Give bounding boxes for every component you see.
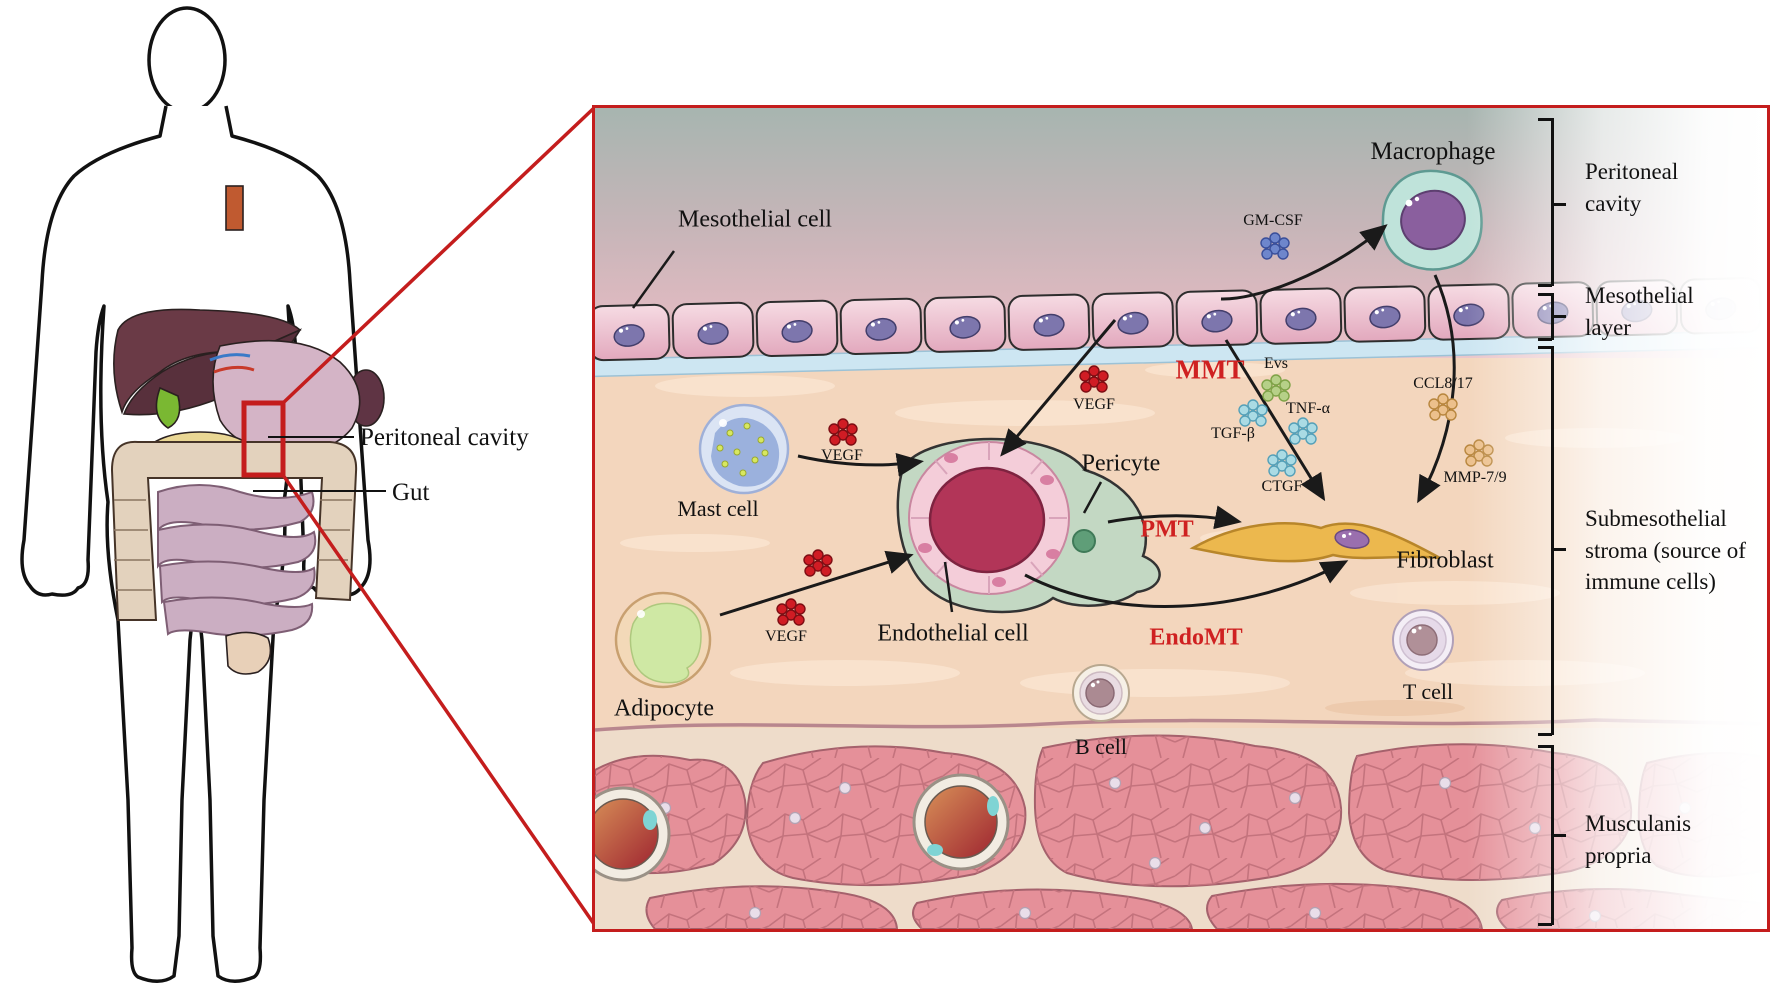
pointer-mesothelial-label <box>631 250 676 309</box>
vessel-lumen <box>928 466 1046 574</box>
vessel-red <box>213 365 255 374</box>
arrows <box>719 224 1456 617</box>
adipocyte-cell <box>614 591 712 689</box>
right-fade <box>1467 108 1767 929</box>
macrophage-cell <box>1381 169 1483 271</box>
pericyte-nucleus <box>1072 529 1096 553</box>
muscle-vessel-left <box>595 786 671 882</box>
arrow-macrophage-to-fibroblast <box>1417 274 1456 504</box>
pointer-pericyte-label <box>1082 481 1103 514</box>
t-cell <box>1392 609 1454 671</box>
vessel-blue <box>209 353 251 362</box>
body-label-peritoneal-cavity: Peritoneal cavity <box>360 424 529 451</box>
aorta <box>225 185 244 231</box>
zoom-connector-bottom <box>281 474 596 925</box>
muscle-vessel-center <box>912 773 1010 871</box>
gallbladder <box>155 386 181 429</box>
blood-vessel <box>896 437 1161 614</box>
fibroblast-cell <box>1189 522 1441 563</box>
arrow-mmt <box>1224 339 1326 502</box>
arrow-mesothelial-to-vessel <box>1000 319 1117 457</box>
arrow-pmt <box>1107 505 1242 530</box>
small-intestine <box>157 484 317 637</box>
rectum <box>225 631 272 675</box>
body-label-gut: Gut <box>392 479 430 506</box>
large-intestine <box>110 440 358 621</box>
mast-cell <box>698 403 790 495</box>
endothelial-nuclei <box>918 453 1060 587</box>
zoom-connector-top <box>281 106 596 405</box>
haustra-lines <box>114 499 352 591</box>
arrow-gmcsf-to-macrophage <box>1220 224 1388 301</box>
arrow-adipocyte-to-vessel <box>719 550 914 617</box>
organs <box>110 185 385 675</box>
arrow-endomt <box>1024 560 1349 608</box>
zoom-panel: Mesothelial cell Macrophage GM-CSF Mast … <box>592 105 1770 932</box>
pointer-endothelial-label <box>943 561 954 613</box>
arrow-mast-to-vessel <box>797 452 924 477</box>
zoom-box <box>241 400 286 478</box>
endothelial-junctions <box>911 442 1067 594</box>
pointer-lines <box>631 250 1103 613</box>
b-cell <box>1072 664 1130 722</box>
